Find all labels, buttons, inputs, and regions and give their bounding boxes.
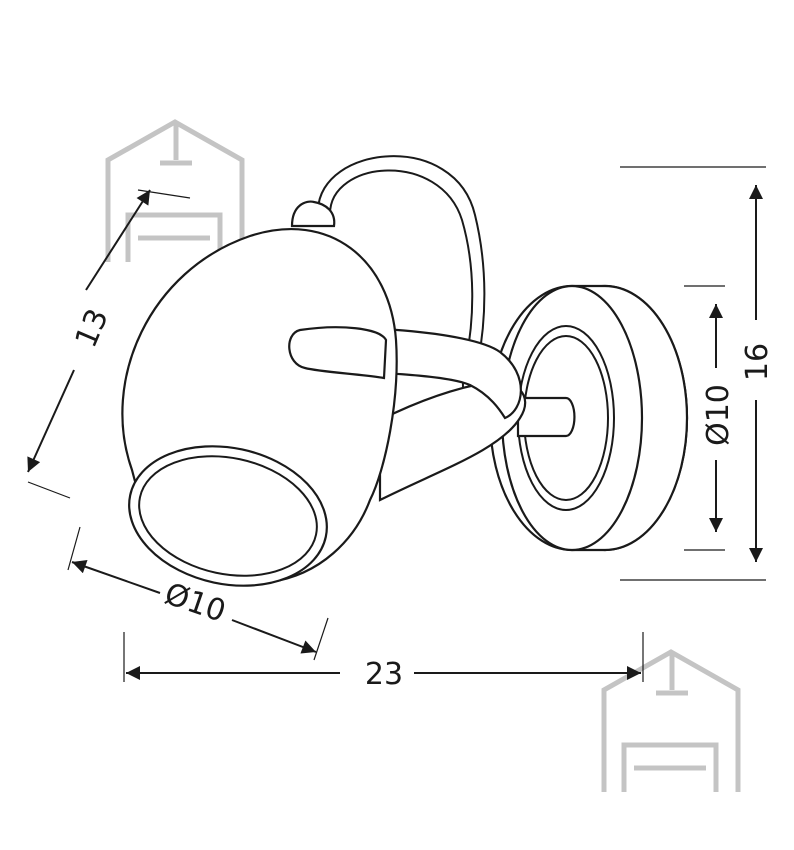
- dimension-height-total: 16: [620, 166, 775, 581]
- dimension-backplate-diameter-label: Ø10: [701, 384, 736, 446]
- dimension-width-total-label: 23: [365, 657, 403, 692]
- dimension-height-total-label: 16: [740, 343, 775, 381]
- dimension-shade-length-label: 13: [69, 304, 116, 353]
- stem: [516, 396, 576, 438]
- watermark-logo-bottom-right: [601, 649, 741, 792]
- dimension-width-total: 23: [123, 632, 644, 692]
- lamp-shade: [121, 227, 398, 587]
- watermark-logo-top-left: [105, 119, 245, 262]
- dimension-backplate-diameter: Ø10: [684, 285, 736, 551]
- lamp-drawing: [121, 155, 689, 587]
